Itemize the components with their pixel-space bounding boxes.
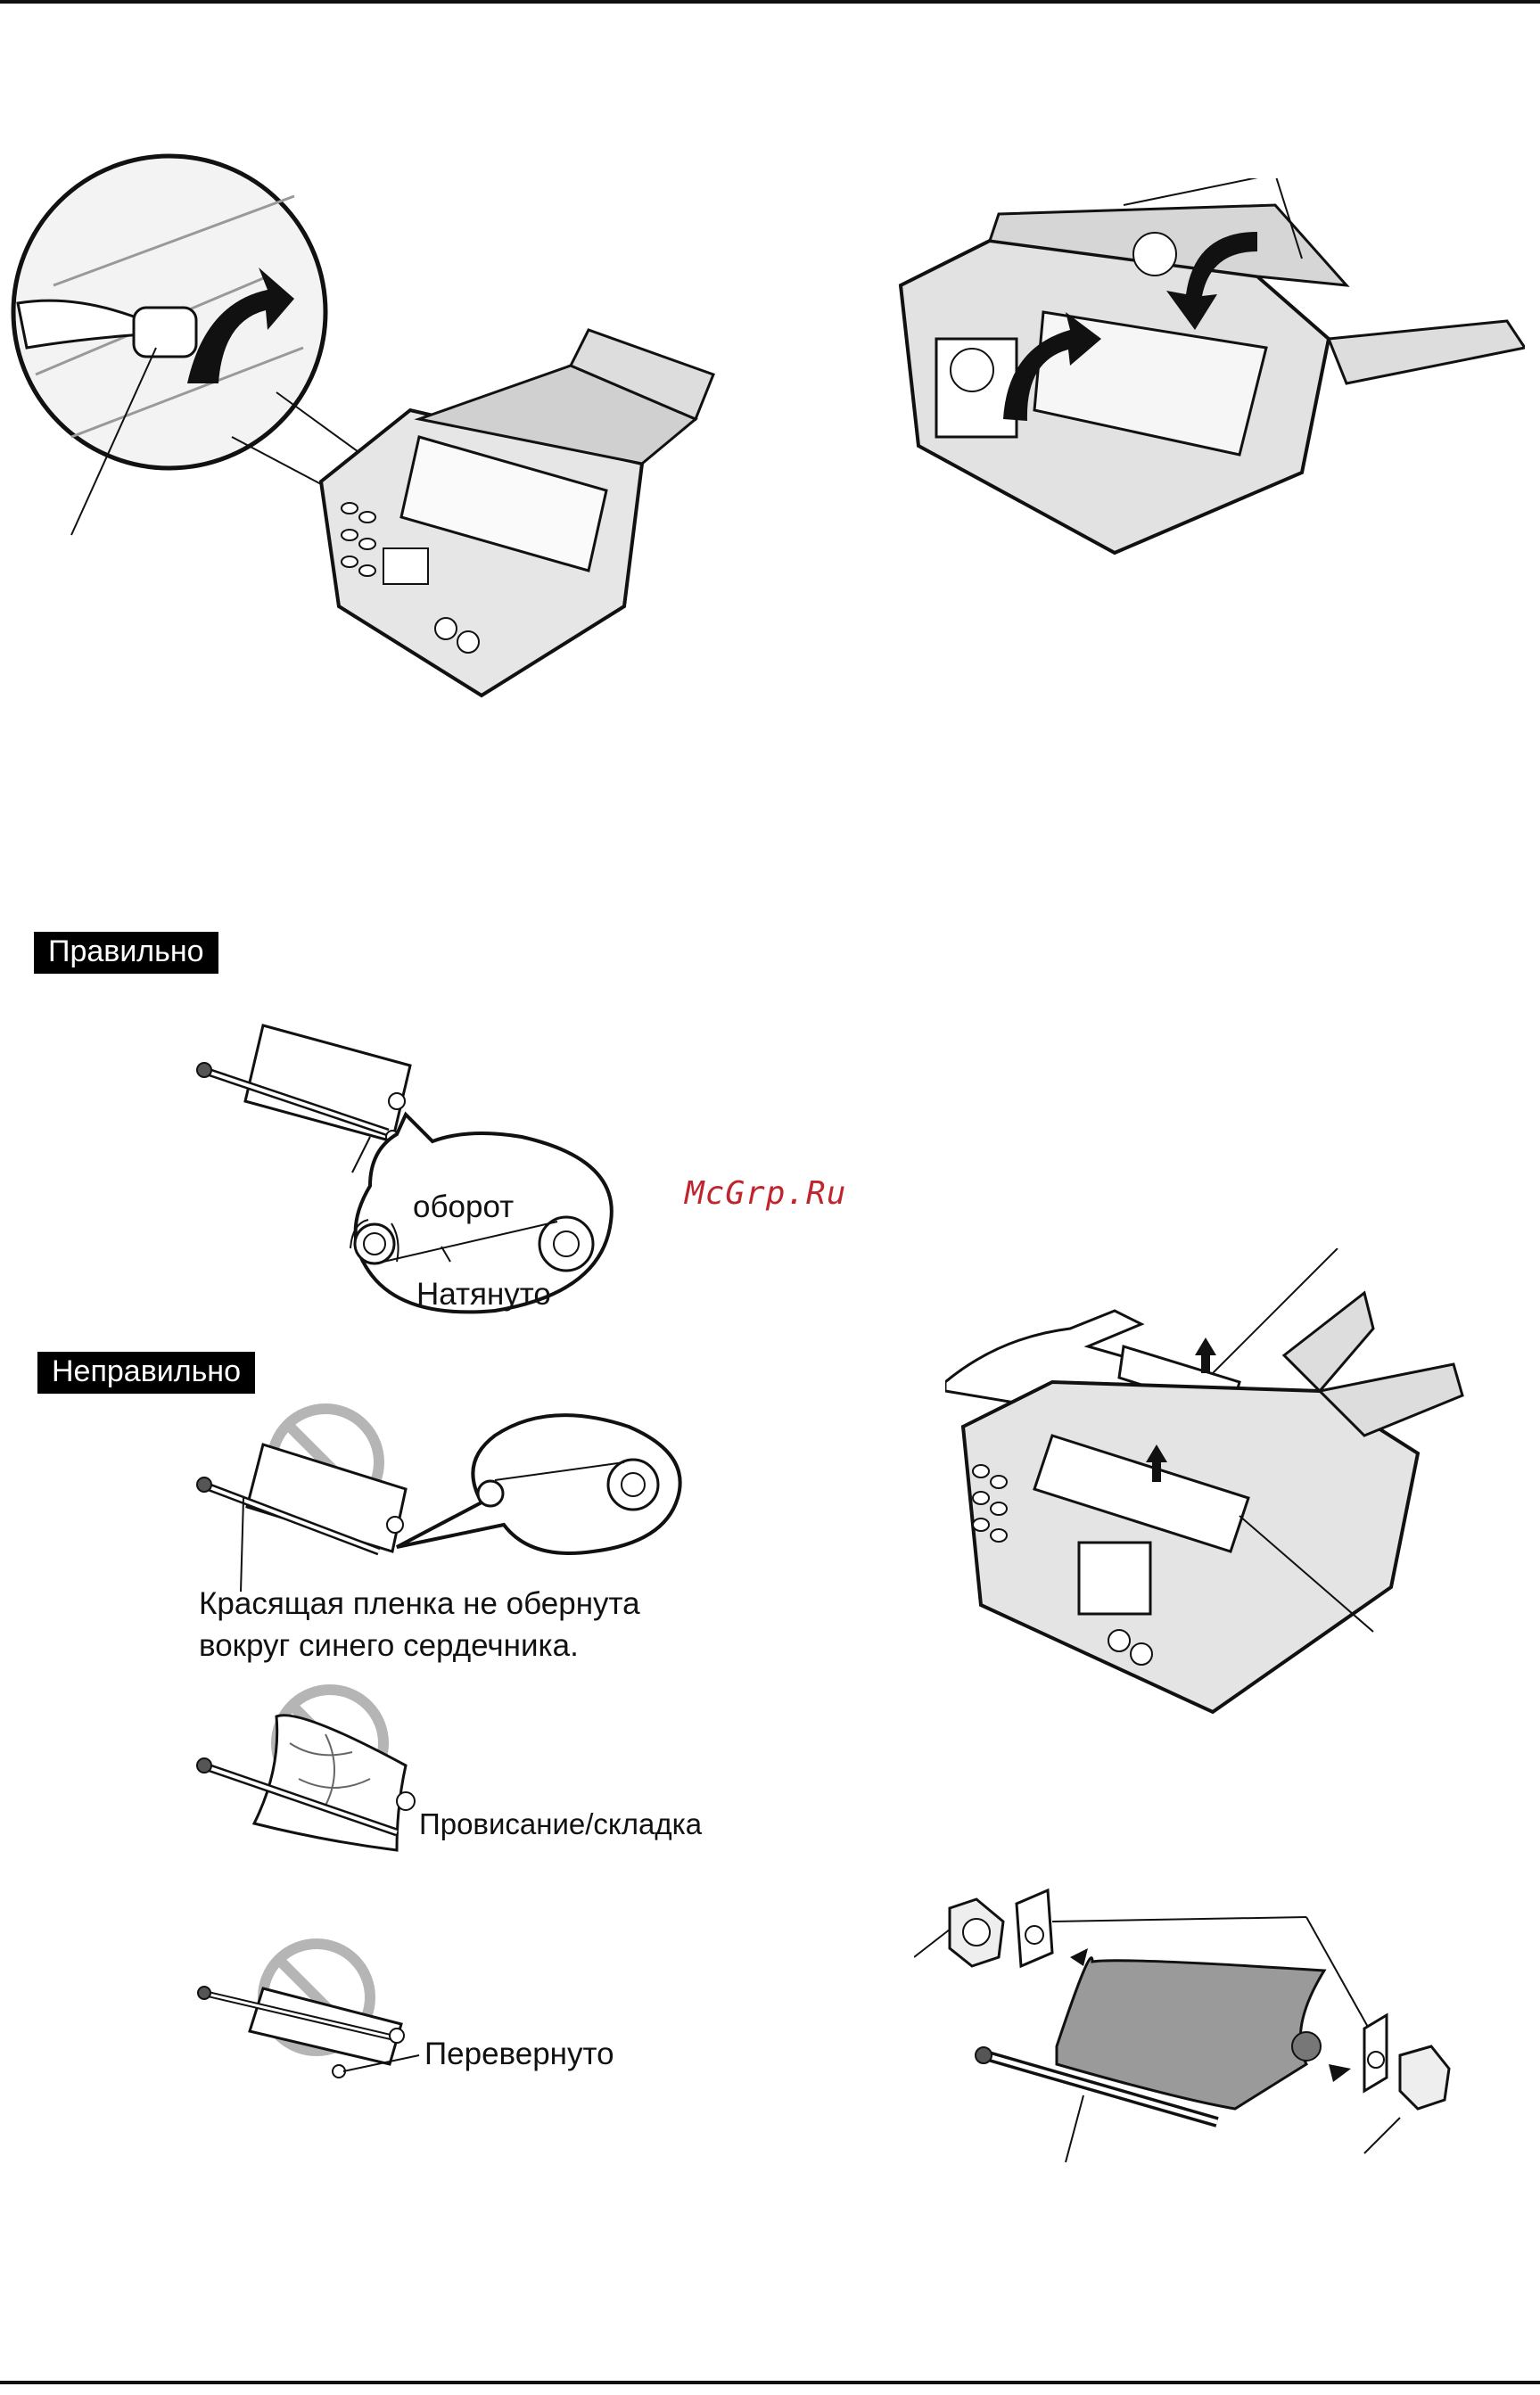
correct-film-roll-illustration [192, 1016, 620, 1320]
correct-tag: Правильно [34, 932, 218, 974]
rotation-label: оборот [413, 1186, 514, 1229]
slack-caption: Провисание/складка [419, 1803, 702, 1846]
fax-close-covers-illustration [883, 178, 1525, 571]
bottom-rule [0, 2381, 1540, 2384]
top-rule [0, 0, 1540, 4]
not-wrapped-caption-line1: Красящая пленка не обернута [199, 1583, 640, 1625]
film-gears-assembly-illustration [914, 1886, 1467, 2171]
not-wrapped-caption-line2: вокруг синего сердечника. [199, 1625, 579, 1667]
incorrect-slack-illustration [192, 1681, 441, 1872]
fax-gear-rotation-illustration [0, 143, 731, 713]
incorrect-reversed-illustration [192, 1926, 424, 2086]
reversed-caption: Перевернуто [424, 2033, 614, 2076]
fax-remove-film-illustration [945, 1248, 1480, 1730]
watermark: McGrp.Ru [685, 1175, 846, 1212]
incorrect-not-wrapped-illustration [192, 1391, 709, 1596]
tight-label: Натянуто [416, 1273, 551, 1316]
incorrect-tag: Неправильно [37, 1352, 255, 1394]
